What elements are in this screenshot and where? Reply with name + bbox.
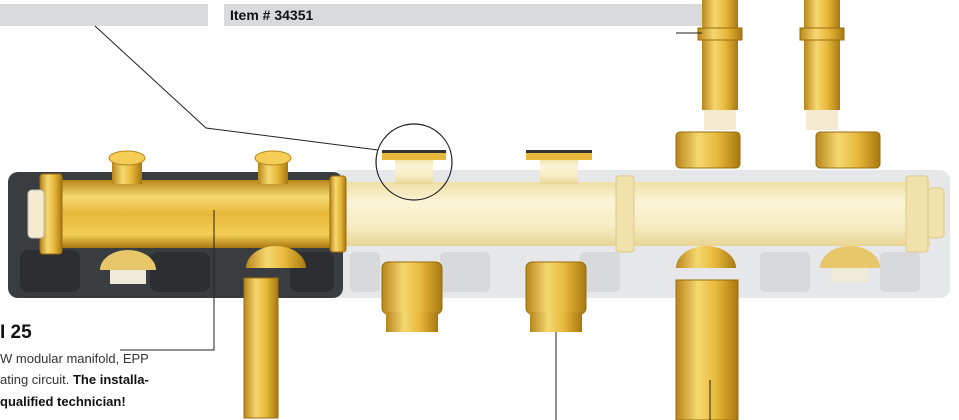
manifold-pipe-brass: [50, 180, 345, 248]
description-line-2-normal: ating circuit.: [0, 372, 73, 387]
insulation-faded-ribs: [350, 252, 920, 292]
description-line-1: W modular manifold, EPP: [0, 351, 149, 366]
end-cap-left: [27, 189, 45, 239]
faded-top-nozzles: [382, 150, 592, 184]
leader-lines: [94, 25, 711, 420]
faded-flanges: [615, 175, 945, 253]
description-line-2-bold: The installa-: [72, 372, 149, 387]
callout-circle: [375, 123, 453, 201]
vertical-connection-pipes: [675, 0, 881, 169]
model-number: I 25: [0, 322, 32, 343]
brass-top-nozzles: [108, 150, 292, 184]
label-bar-left: [0, 4, 208, 26]
description-line-3: qualified technician!: [0, 394, 126, 409]
item-number-label: Item # 34351: [224, 4, 707, 26]
bottom-fittings: [100, 246, 880, 420]
brass-flanges: [39, 173, 347, 255]
manifold-pipe-faded: [340, 182, 930, 246]
description-line-2: ating circuit. The installa-: [0, 372, 149, 387]
